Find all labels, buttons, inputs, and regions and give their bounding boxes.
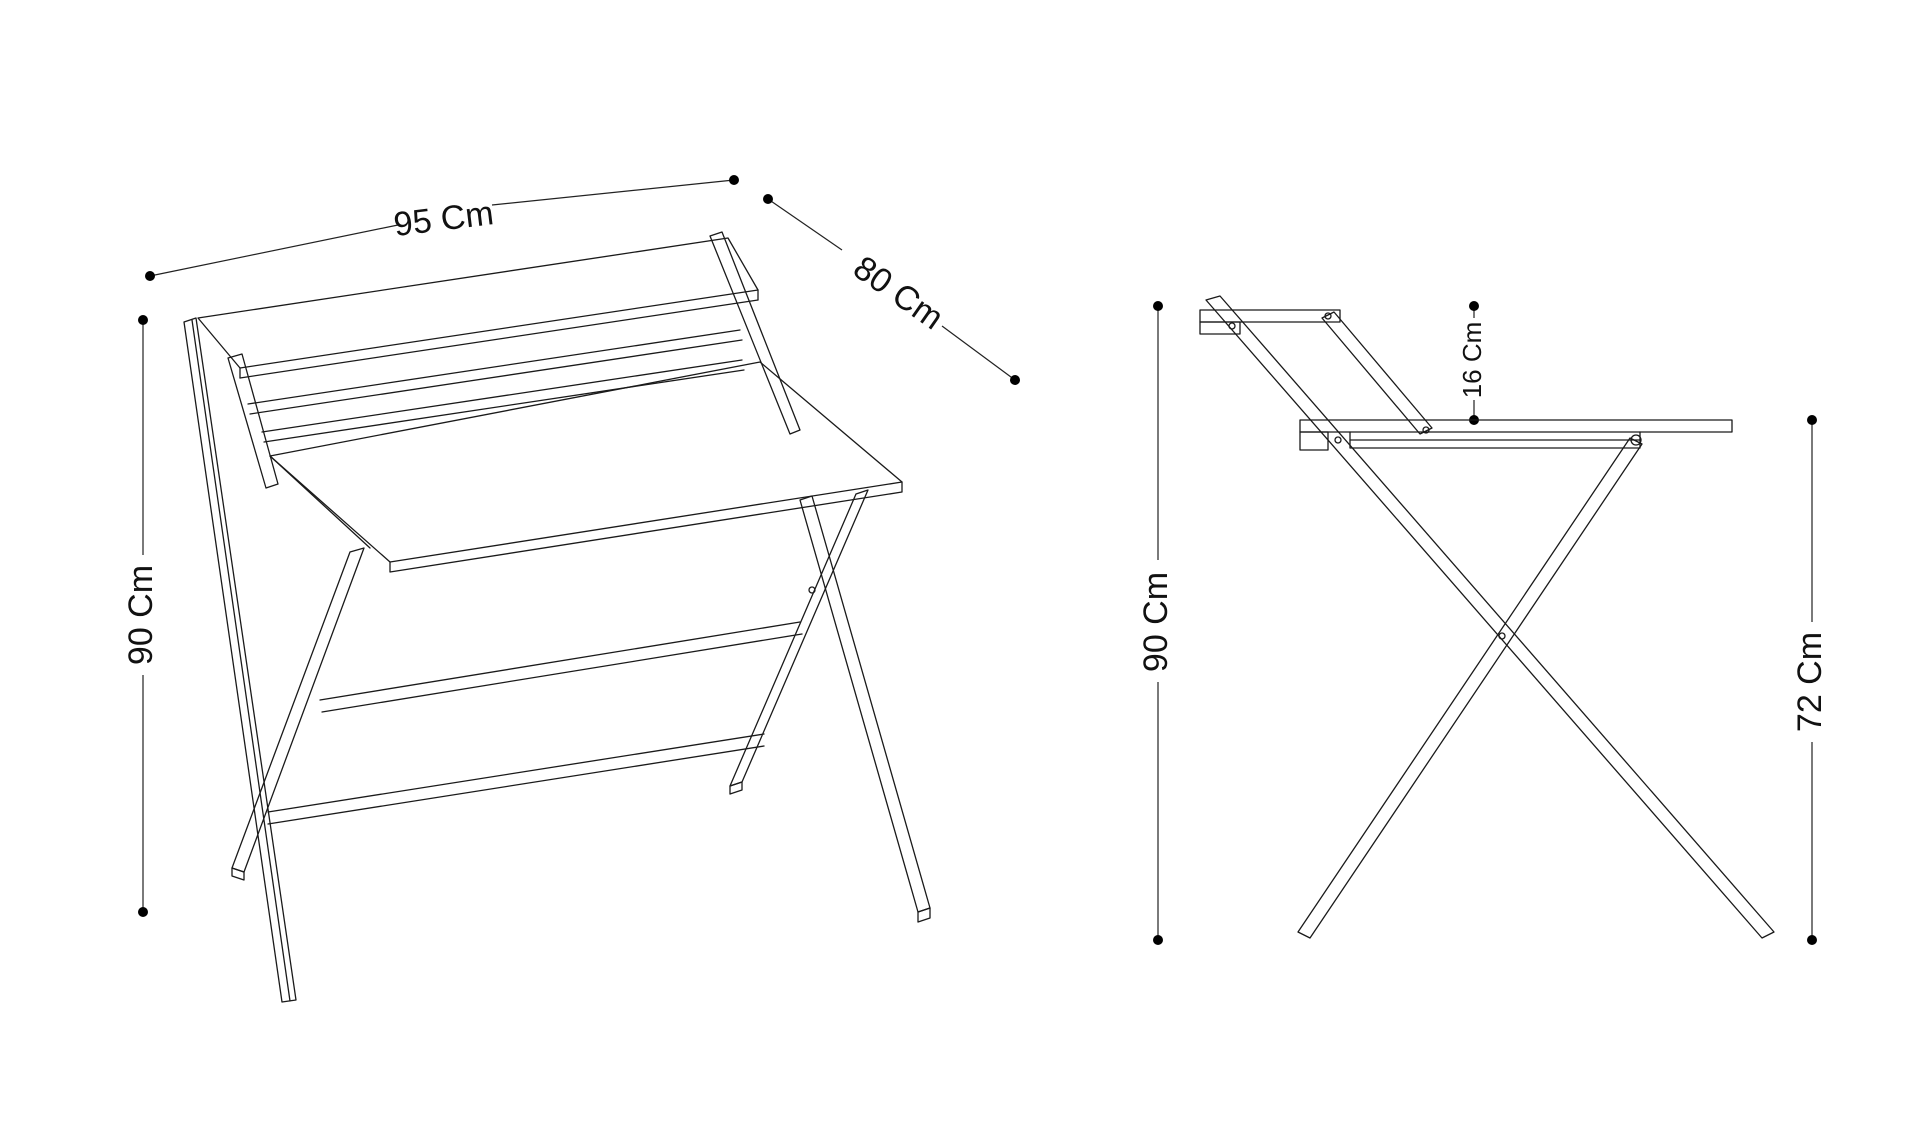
height-label-front: 90 Cm [122, 565, 160, 665]
height-label-side: 90 Cm [1137, 572, 1175, 672]
perspective-view: 95 Cm 80 Cm 90 Cm [122, 175, 1020, 1003]
side-view: 90 Cm 16 Cm 72 Cm [1137, 295, 1829, 945]
shelf-gap-label: 16 Cm [1457, 322, 1487, 399]
width-label: 95 Cm [392, 194, 496, 244]
shelf-gap-dimension: 16 Cm [1457, 301, 1487, 425]
desk-perspective-drawing [183, 231, 931, 1003]
depth-dimension: 80 Cm [763, 194, 1020, 385]
width-dimension: 95 Cm [145, 175, 739, 281]
desk-side-drawing [1199, 295, 1775, 939]
depth-label: 80 Cm [846, 249, 950, 338]
height-dimension-front: 90 Cm [122, 315, 160, 917]
table-height-dimension: 72 Cm [1791, 415, 1829, 945]
height-dimension-side: 90 Cm [1137, 301, 1175, 945]
table-height-label: 72 Cm [1791, 632, 1829, 732]
